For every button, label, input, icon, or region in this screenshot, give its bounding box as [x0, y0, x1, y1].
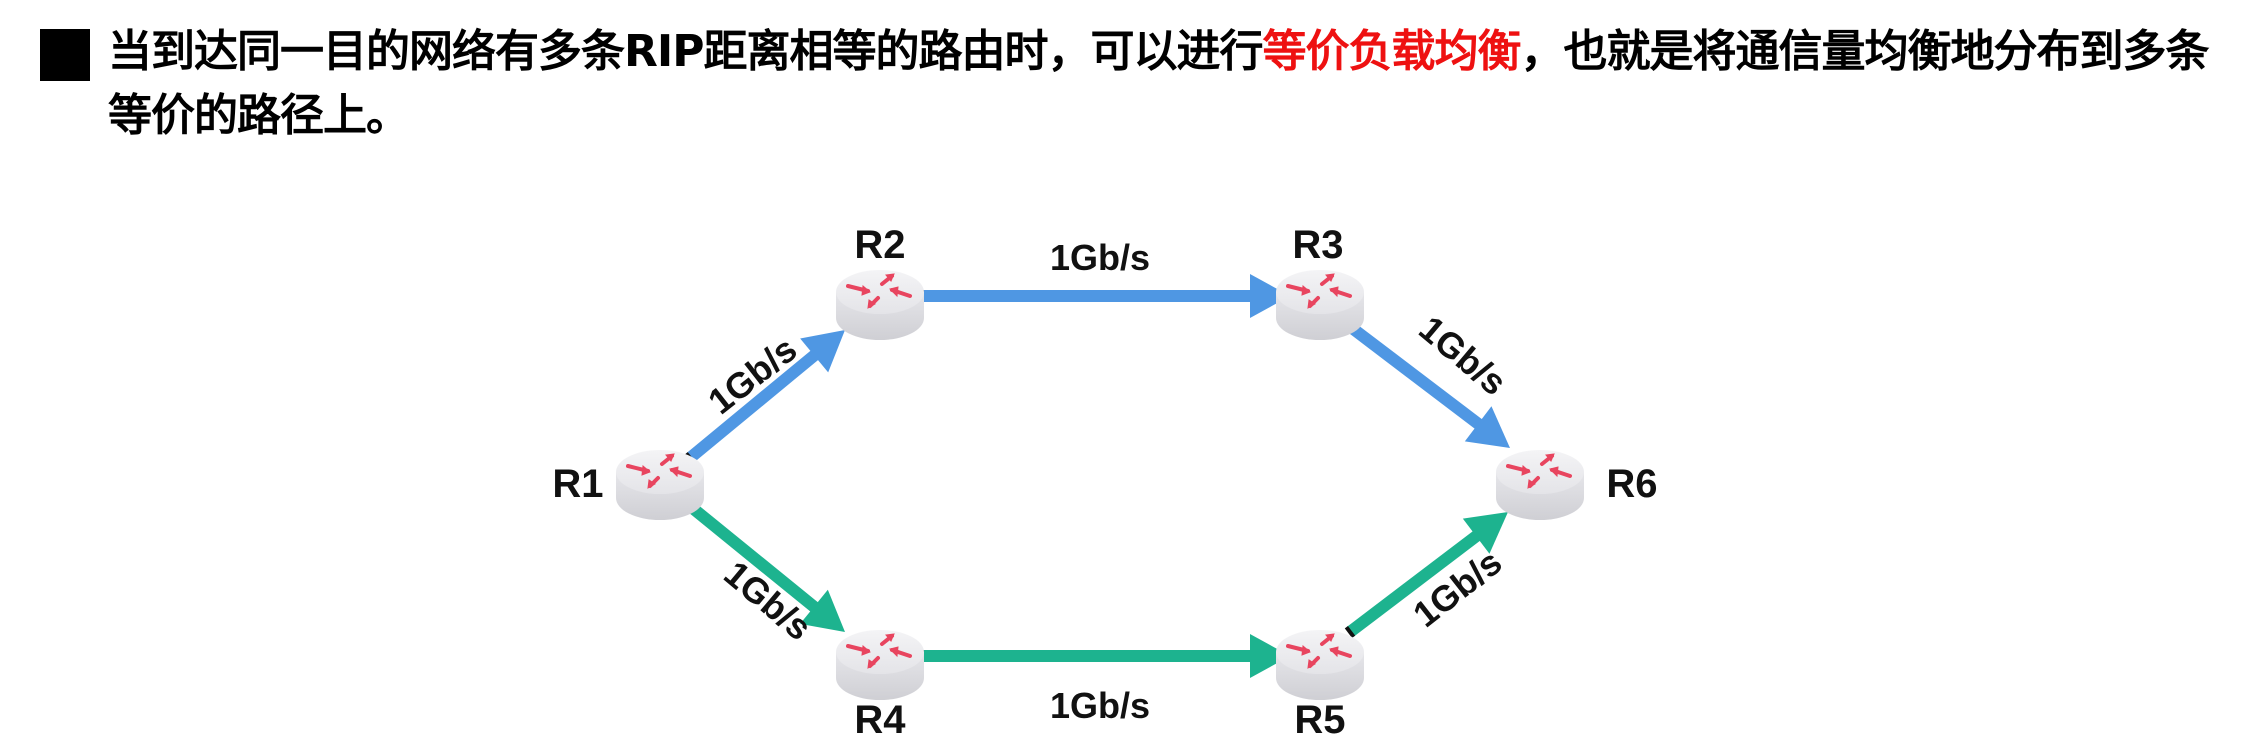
arrowhead-icon	[1250, 274, 1290, 318]
header-text: 当到达同一目的网络有多条RIP距离相等的路由时，可以进行等价负载均衡，也就是将通…	[108, 20, 2248, 148]
router-label-r6: R6	[1606, 462, 1657, 506]
header-text-before: 当到达同一目的网络有多条RIP距离相等的路由时，可以进行	[108, 26, 1263, 77]
link-line	[1348, 323, 1484, 430]
router-icon	[834, 268, 926, 342]
router-label-r1: R1	[552, 462, 603, 506]
router-icon	[1494, 448, 1586, 522]
arrowhead-icon	[800, 330, 845, 373]
arrowhead-icon	[800, 589, 845, 632]
arrowhead-icon	[1464, 406, 1510, 448]
router-label-r3: R3	[1292, 223, 1343, 267]
link-r5-r6	[1344, 512, 1508, 638]
arrowhead-icon	[1250, 634, 1290, 678]
header-text-after: ，也就是将通信量均衡地分布到多条等价的路径上。	[108, 26, 2209, 141]
router-icon	[1274, 628, 1366, 702]
link-bandwidth-label: 1Gb/s	[1050, 685, 1150, 726]
link-r4-r5	[920, 634, 1290, 678]
router-icon	[834, 628, 926, 702]
arrowhead-icon	[1462, 512, 1508, 554]
router-label-r5: R5	[1294, 698, 1345, 742]
router-icon	[614, 448, 706, 522]
link-line	[686, 349, 820, 463]
link-port-marker	[1344, 626, 1356, 638]
link-r2-r3	[920, 274, 1290, 318]
square-bullet-icon	[40, 29, 90, 81]
router-label-r2: R2	[854, 223, 905, 267]
link-bandwidth-label: 1Gb/s	[1050, 237, 1150, 278]
link-line	[686, 501, 820, 613]
router-icon	[1274, 268, 1366, 342]
router-label-r4: R4	[854, 698, 906, 742]
header-highlight: 等价负载均衡	[1262, 26, 1522, 77]
link-line	[1346, 530, 1482, 637]
